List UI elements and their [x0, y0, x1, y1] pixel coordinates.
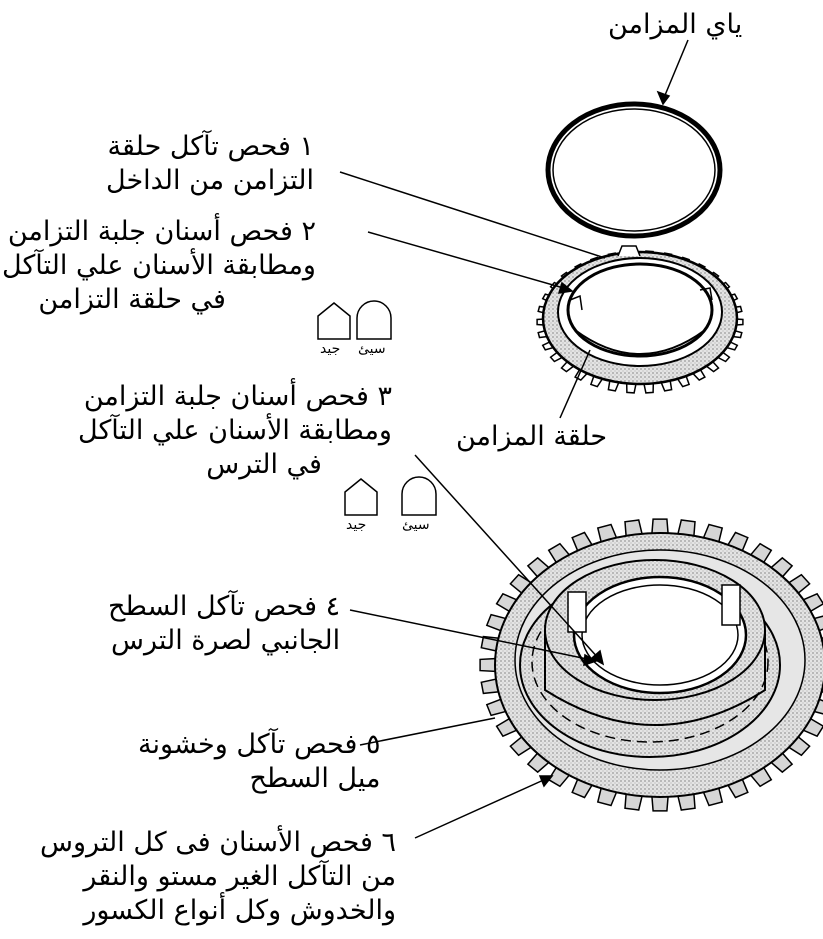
step-6-number: ٦ [382, 827, 397, 858]
step-2-number: ٢ [301, 216, 316, 247]
step-3-number: ٣ [377, 381, 392, 412]
step-3-line-1: فحص أسنان جلبة التزامن [84, 381, 369, 412]
synchronizer-spring [548, 104, 720, 236]
step-2-line-1: فحص أسنان جلبة التزامن [8, 216, 293, 247]
step-2-line-2: ومطابقة الأسنان علي التآكل [2, 250, 316, 281]
step-1-line-1: فحص تآكل حلقة [108, 131, 291, 162]
step-2-line-3: في حلقة التزامن [38, 284, 226, 315]
legend-good-1: جيد [320, 341, 340, 357]
step-6-line-2: من التآكل الغير مستو والنقر [83, 861, 396, 892]
step-4-number: ٤ [326, 591, 341, 622]
step-4-line-2: الجانبي لصرة الترس [111, 625, 340, 656]
legend-good-2: جيد [346, 517, 366, 533]
step-1-line-2: التزامن من الداخل [106, 165, 314, 196]
step-1-number: ١ [300, 131, 315, 162]
synchronizer-ring [537, 246, 743, 393]
step-5-line-1: فحص تآكل وخشونة [138, 729, 357, 760]
legend-bad-2: سيئ [402, 517, 430, 533]
step-3-line-2: ومطابقة الأسنان علي التآكل [78, 415, 392, 446]
spring-label: ياي المزامن [608, 8, 742, 42]
sync-ring-label: حلقة المزامن [456, 420, 607, 454]
step-6-line-3: والخدوش وكل أنواع الكسور [83, 895, 396, 926]
step-5-number: ٥ [366, 729, 381, 760]
step-6-line-1: فحص الأسنان فى كل التروس [40, 827, 373, 858]
step-1-text: ١ فحص تآكل حلقة التزامن من الداخل [106, 130, 314, 198]
step-3-text: ٣ فحص أسنان جلبة التزامن ومطابقة الأسنان… [78, 380, 392, 482]
step-4-text: ٤ فحص تآكل السطح الجانبي لصرة الترس [108, 590, 340, 658]
step-4-line-1: فحص تآكل السطح [108, 591, 317, 622]
gear [480, 519, 823, 811]
step-5-text: ٥ فحص تآكل وخشونة ميل السطح [138, 728, 380, 796]
step-6-text: ٦ فحص الأسنان فى كل التروس من التآكل الغ… [40, 826, 396, 928]
legend-bad-1: سيئ [358, 341, 386, 357]
step-5-line-2: ميل السطح [249, 763, 380, 794]
step-2-text: ٢ فحص أسنان جلبة التزامن ومطابقة الأسنان… [2, 215, 316, 317]
step-3-line-3: في الترس [206, 449, 322, 480]
